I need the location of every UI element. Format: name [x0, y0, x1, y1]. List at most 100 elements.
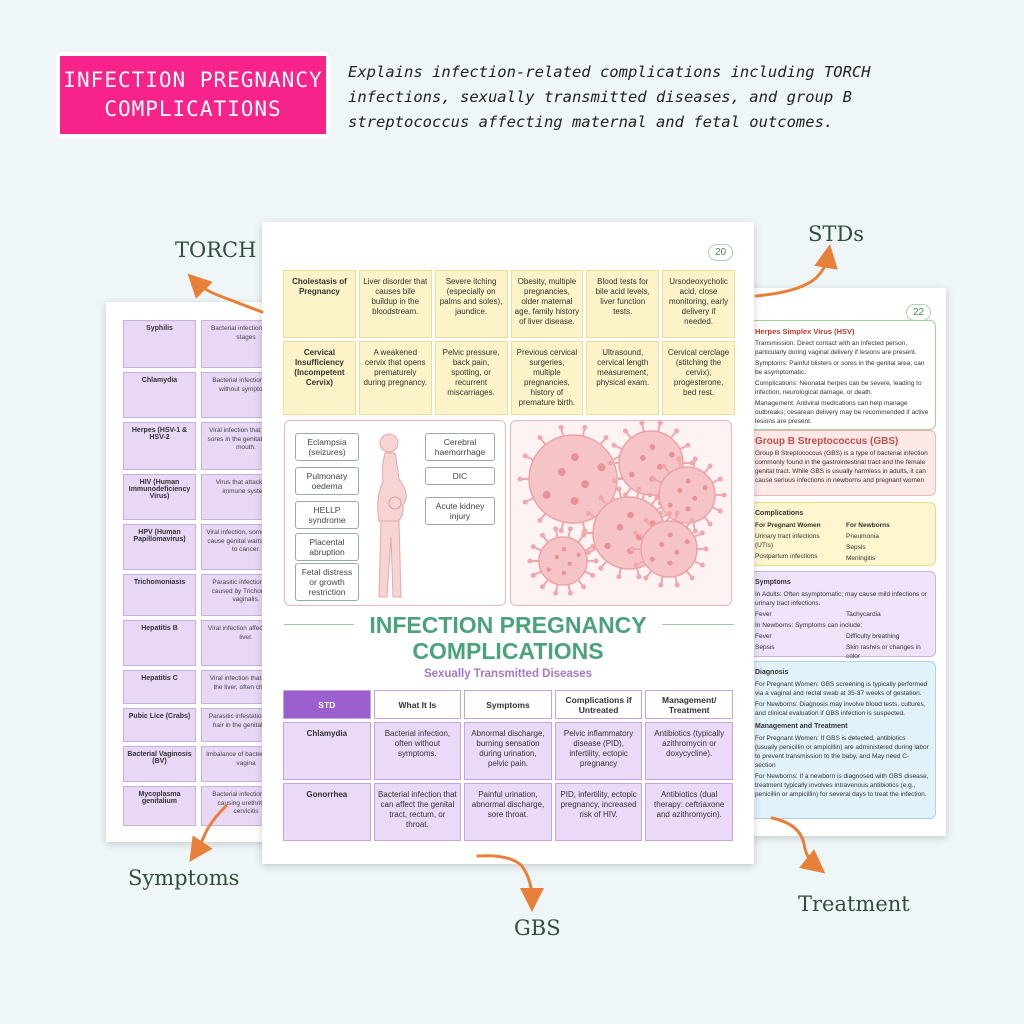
std-cell: Bacterial infection, often without sympt… [373, 722, 462, 780]
condition-cell: Liver disorder that causes bile buildup … [358, 270, 432, 338]
std-cell: PID, infertility, ectopic pregnancy, inc… [554, 783, 643, 841]
comp-women-item: Postpartum infections [755, 553, 818, 560]
callout-treatment: Treatment [798, 892, 910, 916]
condition-name: Cervical Insufficiency (Incompetent Cerv… [283, 341, 356, 415]
sym-adult-item: Tachycardia [846, 611, 881, 618]
title-divider [662, 624, 734, 625]
gbs-text: Group B Streptococcus (GBS) is a type of… [755, 450, 928, 484]
title-badge: INFECTION PREGNANCY COMPLICATIONS [56, 52, 330, 138]
infection-name: HPV (Human Papillomavirus) [123, 524, 196, 570]
hsv-title: Herpes Simplex Virus (HSV) [755, 327, 855, 336]
infection-name: Chlamydia [123, 372, 196, 418]
std-name: Chlamydia [283, 722, 371, 780]
page-number: 20 [708, 244, 734, 261]
badge-title: INFECTION PREGNANCY COMPLICATIONS [63, 68, 323, 121]
complications-box: Complications For Pregnant Women Urinary… [748, 502, 936, 566]
arrow-gbs [476, 854, 544, 912]
condition-cell: Obesity, multiple pregnancies, older mat… [510, 270, 584, 338]
comp-newborn-item: Sepsis [846, 544, 866, 551]
diag-women: For Pregnant Women: GBS screening is typ… [755, 681, 928, 697]
diagnosis-box: Diagnosis For Pregnant Women: GBS screen… [748, 661, 936, 819]
infection-name: Hepatitis C [123, 670, 196, 704]
complication-box: Fetal distress or growth restriction [295, 563, 359, 601]
hsv-line: Management: Antiviral medications can he… [755, 400, 929, 425]
sym-newborn-item: Fever [755, 633, 772, 640]
complication-box: HELLP syndrome [295, 501, 359, 529]
arrow-torch [187, 273, 264, 314]
condition-cell: Blood tests for bile acid levels, liver … [586, 270, 660, 338]
std-cell: Antibiotics (dual therapy: ceftriaxone a… [645, 783, 733, 841]
sym-newborn: In Newborns: Symptoms can include: [755, 622, 863, 629]
diag-newborn: For Newborns: Diagnosis may involve bloo… [755, 701, 926, 717]
condition-cell: Previous cervical surgeries, multiple pr… [510, 341, 584, 415]
infection-name: Herpes (HSV-1 & HSV-2 [123, 422, 196, 470]
sym-newborn-item: Sepsis [755, 644, 775, 651]
comp-newborn-head: For Newborns [846, 522, 890, 529]
std-cell: Pelvic inflammatory disease (PID), infer… [554, 722, 643, 780]
infection-name: Mycoplasma genitalium [123, 786, 196, 826]
condition-cell: Cervical cerclage (stitching the cervix)… [662, 341, 735, 415]
gbs-title: Group B Streptococcus (GBS) [755, 436, 899, 447]
std-cell: Bacterial infection that can affect the … [373, 783, 462, 841]
arrow-stds [754, 244, 838, 298]
complication-box: Cerebral haemorrhage [425, 433, 495, 461]
virus-illustration [510, 420, 732, 606]
infection-name: Trichomoniasis [123, 574, 196, 616]
condition-cell: Ursodeoxycholic acid, close monitoring, … [662, 270, 735, 338]
complication-box: DIC [425, 467, 495, 485]
hsv-box: Herpes Simplex Virus (HSV) Transmission:… [748, 320, 936, 430]
complications-title: Complications [755, 510, 804, 517]
condition-cell: A weakened cervix that opens prematurely… [358, 341, 432, 415]
sym-adults: In Adults: Often asymptomatic; may cause… [755, 591, 927, 607]
callout-stds: STDs [808, 222, 865, 246]
management-title: Management and Treatment [755, 723, 848, 730]
std-column-header: Management/ Treatment [645, 690, 733, 719]
callout-symptoms: Symptoms [128, 866, 240, 890]
mgmt-newborn: For Newborns: If a newborn is diagnosed … [755, 773, 929, 798]
sym-newborn-item: Skin rashes or changes in color [846, 644, 921, 660]
arrow-treatment [770, 816, 826, 874]
hsv-line: Transmission: Direct contact with an inf… [755, 340, 917, 356]
hsv-line: Symptoms: Painful blisters or sores in t… [755, 360, 925, 376]
intro-text: Explains infection-related complications… [348, 63, 871, 131]
condition-name: Cholestasis of Pregnancy [283, 270, 356, 338]
symptoms-title: Symptoms [755, 579, 791, 586]
condition-cell: Severe itching (especially on palms and … [434, 270, 508, 338]
torch-row: HPV (Human Papillomavirus)Viral infectio… [123, 524, 276, 570]
complication-box: Pulmonary oedema [295, 467, 359, 495]
infection-name: Hepatitis B [123, 620, 196, 666]
condition-cell: Pelvic pressure, back pain, spotting, or… [434, 341, 508, 415]
complication-box: Placental abruption [295, 533, 359, 561]
callout-torch: TORCH [175, 238, 257, 262]
sym-newborn-item: Difficulty breathing [846, 633, 900, 640]
std-column-header: Complications if Untreated [554, 690, 643, 719]
callout-gbs: GBS [514, 916, 561, 940]
comp-newborn-item: Pneumonia [846, 533, 879, 540]
page-title: INFECTION PREGNANCY COMPLICATIONS [369, 612, 647, 664]
condition-cell: Ultrasound, cervical length measurement,… [586, 341, 660, 415]
symptoms-box: Symptoms In Adults: Often asymptomatic; … [748, 571, 936, 660]
comp-newborn-item: Meningitis [846, 555, 876, 562]
virus-icon [517, 421, 727, 596]
std-name: Gonorrhea [283, 783, 371, 841]
sym-adult-item: Fever [755, 611, 772, 618]
comp-women-head: For Pregnant Women [755, 522, 821, 529]
infection-name: Bacterial Vaginosis (BV) [123, 746, 196, 782]
right-page-gbs: 22 Herpes Simplex Virus (HSV) Transmissi… [738, 288, 946, 836]
pregnant-woman-icon [377, 433, 407, 598]
gbs-box: Group B Streptococcus (GBS) Group B Stre… [748, 430, 936, 496]
std-column-header: What It Is [373, 690, 462, 719]
std-cell: Abnormal discharge, burning sensation du… [464, 722, 552, 780]
complication-box: Acute kidney injury [425, 497, 495, 525]
diagnosis-title: Diagnosis [755, 669, 789, 676]
std-column-header: STD [283, 690, 371, 719]
comp-women-item: Urinary tract infections (UTIs) [755, 533, 820, 549]
mgmt-women: For Pregnant Women: If GBS is detected, … [755, 735, 929, 769]
